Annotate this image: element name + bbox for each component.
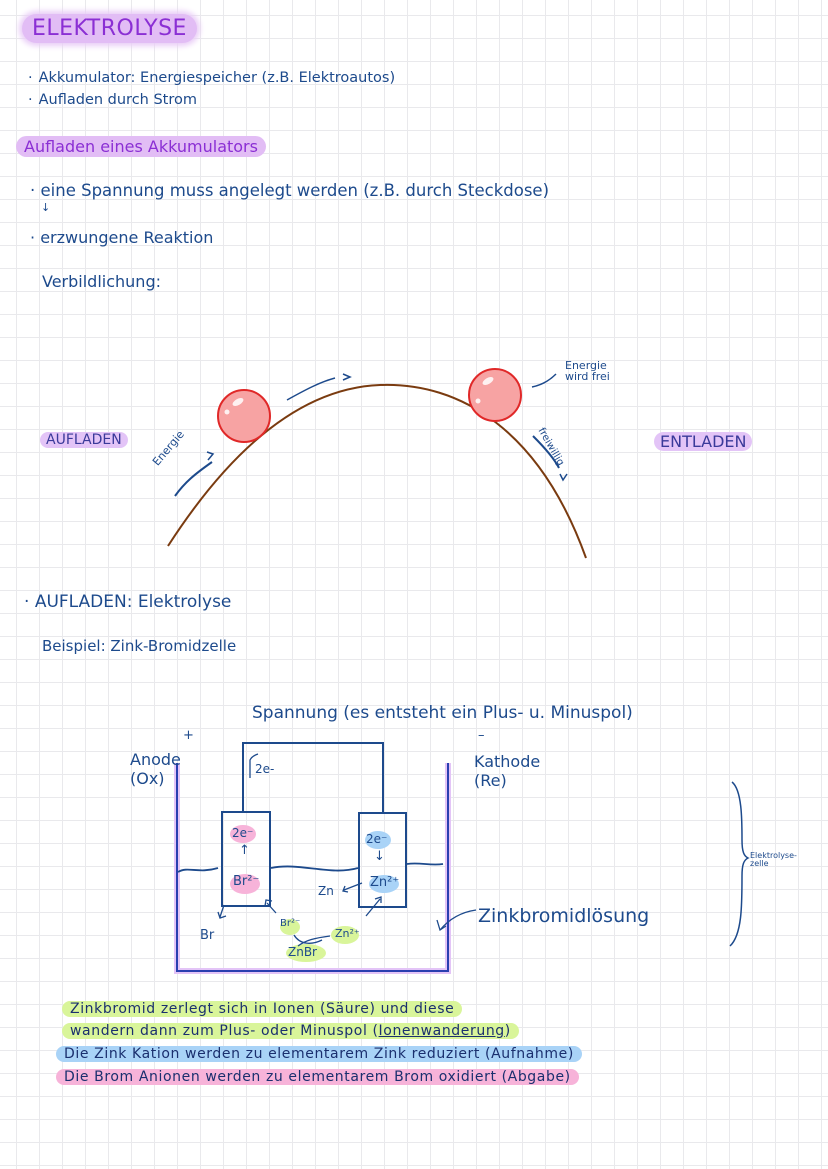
section-heading-aufladen-akku: Aufladen eines Akkumulators (16, 136, 266, 157)
bullet-dot: · (30, 228, 36, 247)
cathode-label: Kathode (Re) (474, 752, 540, 790)
label-energie-frei-line2: wird frei (565, 370, 610, 383)
anode-bromide-ion: Br²⁻ (233, 874, 260, 889)
wire-electrons-label: 2e- (255, 762, 275, 776)
voltage-label: Spannung (es entsteht ein Plus- u. Minus… (252, 703, 633, 723)
bullet-dot: · (28, 70, 33, 86)
label-aufladen: AUFLADEN (40, 432, 128, 448)
visualization-label: Verbildlichung: (42, 272, 161, 291)
cathode-label-line1: Kathode (474, 752, 541, 771)
label-energie-frei-line1: Energie (565, 359, 607, 372)
zinc-bromide-label: ZnBr (288, 945, 317, 959)
section1-bullet-text: eine Spannung muss angelegt werden (z.B.… (40, 181, 550, 200)
minus-sign: – (478, 728, 485, 743)
solution-bromide-ion: Br²⁻ (280, 918, 301, 929)
anode-electrons: 2e⁻ (232, 826, 254, 840)
section1-bullet: · eine Spannung muss angelegt werden (z.… (30, 181, 549, 200)
intro-bullet: · Akkumulator: Energiespeicher (z.B. Elek… (28, 70, 395, 86)
page-title: ELEKTROLYSE (22, 14, 197, 43)
wire (242, 742, 384, 813)
bullet-dot: · (28, 92, 33, 108)
bullet-dot: · (24, 592, 30, 612)
cell-brace (729, 781, 750, 947)
intro-bullet-text: Akkumulator: Energiespeicher (z.B. Elekt… (38, 70, 396, 86)
cell-label: Elektrolyse- zelle (750, 852, 797, 868)
arrow-down-slope-icon (532, 435, 560, 469)
summary-underlined-term: Ionenwanderung (378, 1023, 505, 1039)
section1-bullet: · erzwungene Reaktion (30, 228, 213, 247)
ball-left (217, 389, 271, 443)
cathode-electrons: 2e⁻ (366, 832, 388, 846)
cathode-zinc-ion: Zn²⁺ (370, 875, 400, 890)
anode-label-line1: Anode (130, 750, 181, 769)
summary-line: Zinkbromid zerlegt sich in Ionen (Säure)… (62, 1001, 463, 1017)
bullet-dot: · (30, 181, 36, 200)
summary-line: Die Zink Kation werden zu elementarem Zi… (56, 1046, 582, 1062)
example-label: Beispiel: Zink-Bromidzelle (42, 637, 237, 655)
label-entladen: ENTLADEN (654, 432, 753, 451)
zinc-deposit-label: Zn (318, 884, 334, 898)
summary-line-text: ) (504, 1023, 511, 1039)
solution-label: Zinkbromidlösung (478, 905, 650, 927)
cathode-down-arrow-icon: ↓ (374, 849, 385, 864)
intro-bullet: · Aufladen durch Strom (28, 92, 197, 108)
bromine-label: Br (200, 928, 215, 943)
section1-bullet-text: erzwungene Reaktion (40, 228, 214, 247)
plus-sign: + (183, 728, 194, 743)
section2-heading: · AUFLADEN: Elektrolyse (24, 592, 231, 612)
arrow-energy-released-icon (531, 373, 557, 388)
solution-zinc-ion: Zn²⁺ (335, 927, 360, 940)
down-arrow-icon: ↓ (41, 201, 51, 214)
summary-line: wandern dann zum Plus- oder Minuspol (Io… (62, 1023, 519, 1039)
cathode-electrode (358, 812, 407, 908)
arrow-up-slope-icon (174, 461, 213, 497)
summary-line: Die Brom Anionen werden zu elementarem B… (56, 1069, 579, 1085)
anode-label-line2: (Ox) (130, 769, 165, 788)
anode-electrode (221, 811, 271, 907)
cathode-label-line2: (Re) (474, 771, 507, 790)
summary-line-text: wandern dann zum Plus- oder Minuspol ( (70, 1023, 379, 1039)
section2-heading-text: AUFLADEN: Elektrolyse (34, 592, 232, 612)
intro-bullet-text: Aufladen durch Strom (38, 92, 197, 108)
liquid-surface (177, 862, 444, 873)
arrow-over-top-icon (286, 377, 336, 401)
anode-label: Anode (Ox) (130, 750, 181, 788)
ball-right (468, 368, 522, 422)
anode-up-arrow-icon: ↑ (239, 843, 250, 858)
label-energie-frei: Energie wird frei (565, 360, 610, 382)
cell-label-line1: Elektrolyse- (750, 851, 797, 860)
cell-label-line2: zelle (750, 859, 769, 868)
energy-curve (167, 383, 587, 559)
